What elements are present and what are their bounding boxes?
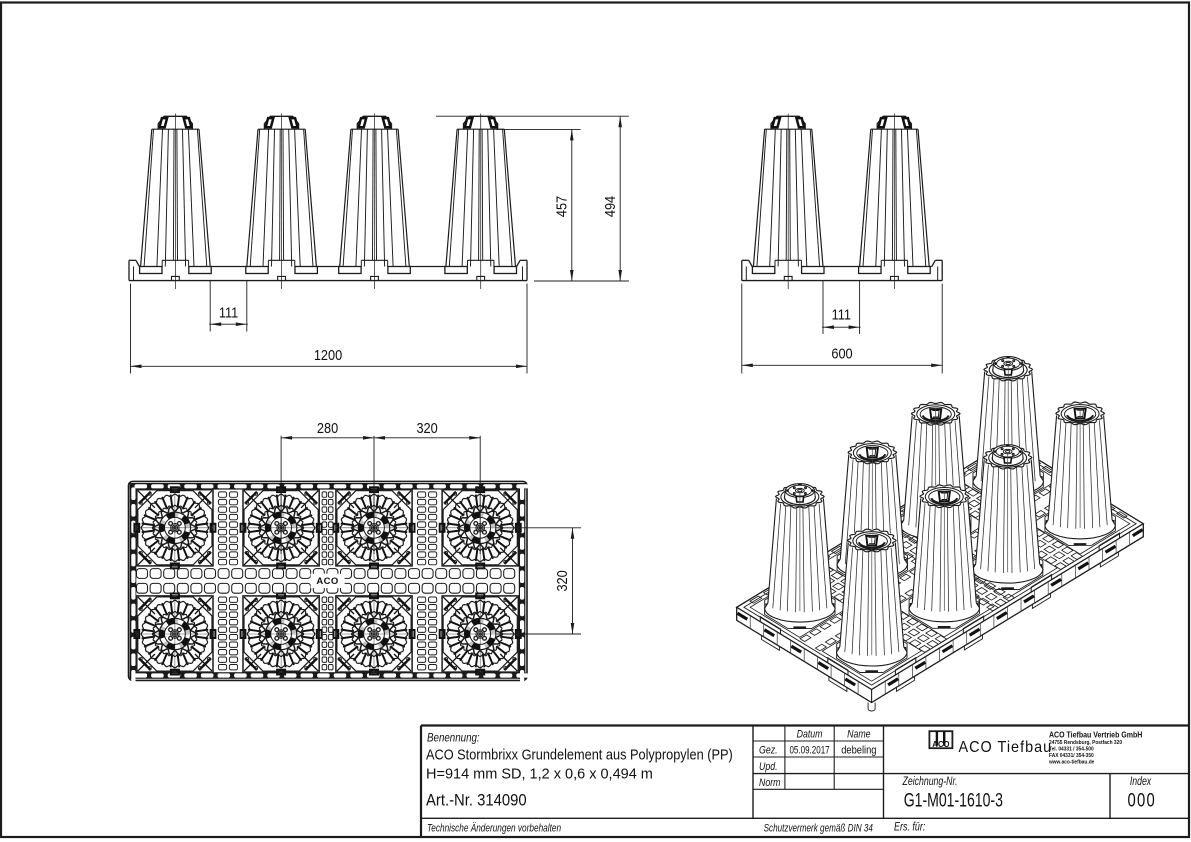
svg-text:Upd.: Upd. xyxy=(759,761,778,773)
svg-text:494: 494 xyxy=(601,196,618,217)
svg-text:ACO Tiefbau Vertrieb GmbH: ACO Tiefbau Vertrieb GmbH xyxy=(1049,730,1142,739)
svg-text:ACO: ACO xyxy=(932,740,949,749)
svg-text:1200: 1200 xyxy=(314,346,343,363)
svg-text:Zeichnung-Nr.: Zeichnung-Nr. xyxy=(902,776,958,788)
svg-text:320: 320 xyxy=(553,570,570,591)
svg-text:ACO: ACO xyxy=(316,576,338,587)
svg-text:Schutzvermerk gemäß DIN 34: Schutzvermerk gemäß DIN 34 xyxy=(764,822,873,835)
svg-text:24755 Rendsburg, Postfach 320: 24755 Rendsburg, Postfach 320 xyxy=(1049,740,1122,746)
svg-text:Gez.: Gez. xyxy=(759,745,778,757)
svg-text:Name: Name xyxy=(847,729,871,741)
svg-text:Art.-Nr. 314090: Art.-Nr. 314090 xyxy=(426,792,527,810)
svg-text:Ers. für:: Ers. für: xyxy=(894,822,925,834)
svg-text:000: 000 xyxy=(1127,790,1155,811)
svg-text:111: 111 xyxy=(832,305,852,322)
svg-text:457: 457 xyxy=(552,196,569,217)
svg-text:111: 111 xyxy=(219,303,239,320)
svg-text:Norm: Norm xyxy=(759,777,781,789)
svg-text:Index: Index xyxy=(1130,776,1152,788)
svg-text:Datum: Datum xyxy=(797,729,823,741)
svg-text:Tel. 04331 / 354-500: Tel. 04331 / 354-500 xyxy=(1049,746,1094,752)
svg-text:ACO Tiefbau: ACO Tiefbau xyxy=(959,739,1053,757)
svg-text:ACO Stormbrixx Grundelement au: ACO Stormbrixx Grundelement aus Polyprop… xyxy=(426,747,733,763)
svg-text:H=914 mm SD, 1,2 x 0,6 x 0,494: H=914 mm SD, 1,2 x 0,6 x 0,494 m xyxy=(426,767,653,783)
svg-text:FAX 04331/ 354-350: FAX 04331/ 354-350 xyxy=(1049,753,1094,759)
svg-text:600: 600 xyxy=(831,344,852,361)
svg-text:www.aco-tiefbau.de: www.aco-tiefbau.de xyxy=(1048,759,1094,765)
svg-text:G1-M01-1610-3: G1-M01-1610-3 xyxy=(904,789,1003,811)
svg-text:280: 280 xyxy=(317,419,338,436)
svg-text:debeling: debeling xyxy=(841,745,877,757)
svg-text:05.09.2017: 05.09.2017 xyxy=(789,744,829,757)
svg-text:Technische Änderungen vorbehal: Technische Änderungen vorbehalten xyxy=(427,822,561,834)
svg-text:Benennung:: Benennung: xyxy=(427,732,480,745)
svg-text:320: 320 xyxy=(416,419,437,436)
